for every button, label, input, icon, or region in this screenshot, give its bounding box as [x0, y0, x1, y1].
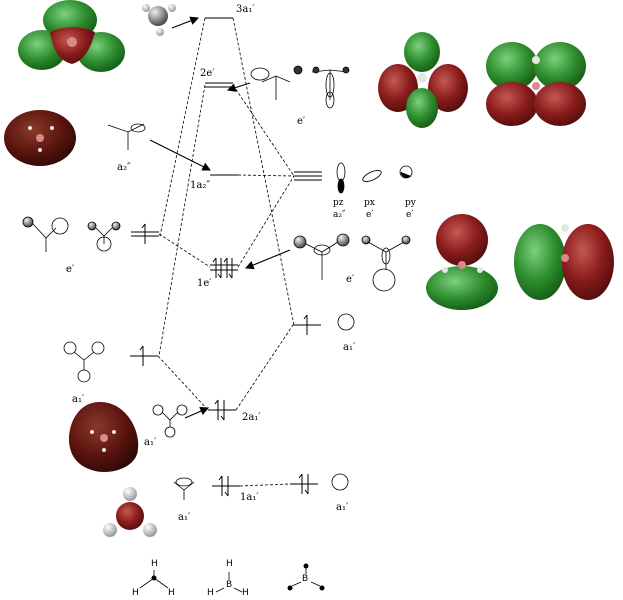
orbital-surface-1e-right [514, 224, 614, 300]
label-pz: pz [333, 198, 344, 208]
svg-text:H: H [132, 588, 139, 598]
label-3a1: 3a₁′ [236, 4, 255, 15]
label-1a2: 1a₂″ [190, 180, 210, 191]
svg-text:B: B [226, 580, 232, 590]
label-2a1: 2a₁′ [242, 412, 261, 423]
label-px-sym: e′ [366, 210, 373, 220]
orbital-surface-e-left [378, 32, 468, 128]
svg-text:H: H [207, 588, 214, 598]
fragment-sketches [22, 65, 413, 500]
pointer-arrows [149, 16, 291, 419]
fragment-labels: a₂″ e′ a₁′ a₁′ a₁′ e′ e′ a₁′ a₁′ pz px p… [66, 116, 417, 523]
structure-b-dots: B [287, 563, 325, 591]
frag-left-a1-low: a₁′ [178, 512, 191, 523]
svg-text:H: H [226, 559, 233, 569]
orbital-surface-1a1 [103, 487, 157, 537]
svg-text:B: B [302, 574, 308, 584]
svg-text:H: H [151, 559, 158, 569]
left-fragment-levels [130, 231, 159, 357]
orbital-surface-2a1 [69, 402, 139, 472]
svg-text:H: H [168, 588, 175, 598]
frag-right-a1-upper: a₁′ [343, 342, 356, 353]
label-2e: 2e′ [200, 68, 215, 79]
label-py-sym: e′ [406, 210, 413, 220]
frag-right-e-top: e′ [297, 116, 306, 127]
orbital-surface-e-right [486, 42, 586, 126]
frag-left-e: e′ [66, 264, 75, 275]
frag-left-a1-upper: a₁′ [72, 394, 85, 405]
label-pz-sym: a₂″ [333, 210, 346, 220]
label-px: px [364, 198, 375, 208]
orbital-surface-3a1 [18, 0, 125, 72]
correlation-lines [157, 17, 295, 487]
frag-left-a1-mid: a₁′ [144, 437, 157, 448]
structure-ch3: H H H [132, 559, 175, 598]
orbital-surface-a2 [4, 110, 76, 166]
structure-bh3: H B H H [207, 559, 249, 598]
label-py: py [405, 198, 417, 208]
frag-right-e-mid: e′ [346, 274, 355, 285]
svg-text:H: H [242, 588, 249, 598]
mo-levels [205, 17, 240, 487]
level-labels: 3a₁′ 2e′ 1a₂″ 1e′ 2a₁′ 1a₁′ [190, 4, 261, 503]
right-fragment-levels [290, 171, 322, 485]
label-1a1: 1a₁′ [240, 492, 259, 503]
molecule-model-top [142, 4, 176, 36]
orbital-surface-1e-left [426, 214, 498, 310]
frag-right-a1-low: a₁′ [336, 502, 349, 513]
frag-a2pp: a₂″ [117, 162, 131, 173]
label-1e: 1e′ [197, 278, 212, 289]
electron-arrows [139, 223, 309, 497]
